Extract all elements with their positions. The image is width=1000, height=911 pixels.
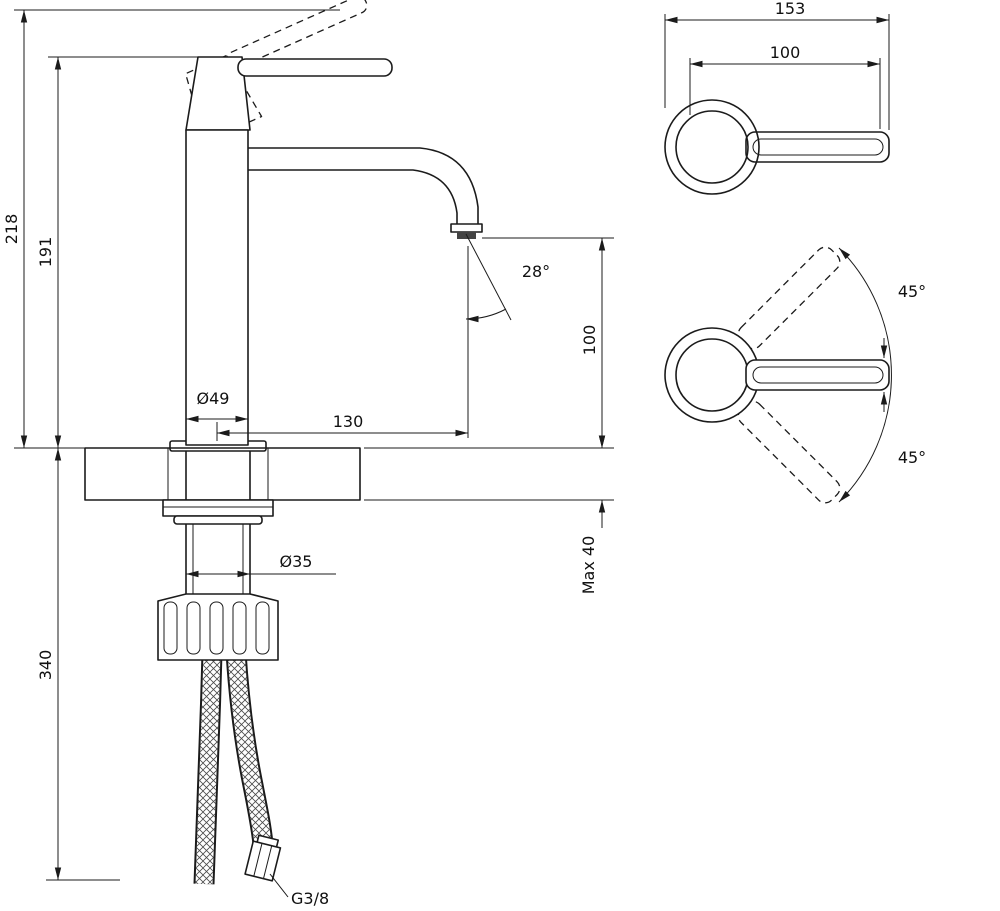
dimensions-side: 218 191 340 Ø49 130 28° 100 — [2, 9, 614, 908]
nut-rib — [186, 601, 201, 655]
spout-angle-arc — [465, 308, 507, 323]
side-view: 218 191 340 Ø49 130 28° 100 — [2, 0, 614, 908]
dimensions-top-reach: 153 100 — [664, 0, 890, 130]
dim-label-lever-length: 100 — [770, 43, 801, 62]
dim-label-deck: Max 40 — [579, 536, 598, 595]
nut-rib — [255, 601, 270, 655]
mounting-hardware — [157, 499, 279, 661]
ribbed-mounting-nut — [157, 593, 279, 661]
countertop-hatch-right — [267, 447, 361, 501]
handle-lever — [237, 58, 393, 77]
thread-leader — [269, 873, 289, 898]
lever-top-view — [745, 131, 890, 163]
spout-outlet — [450, 223, 483, 233]
hose-right-braid — [227, 651, 272, 845]
faucet-body — [169, 56, 483, 452]
dim-label-height-body: 191 — [36, 237, 55, 268]
spout-angle-ray — [465, 233, 512, 321]
dim-label-spout-height: 100 — [580, 325, 599, 356]
nut-rib — [232, 601, 247, 655]
countertop-hatch-left — [84, 447, 169, 501]
body-column — [185, 129, 249, 446]
hose-left-braid — [195, 651, 221, 885]
nut-rib — [209, 601, 224, 655]
handle-hub-inner — [675, 110, 749, 184]
dim-label-height-below: 340 — [36, 650, 55, 681]
hose-fitting — [244, 834, 282, 882]
spout-inner — [248, 169, 458, 224]
dim-label-swing-up: 45° — [898, 282, 926, 301]
dim-label-body-dia: Ø49 — [197, 389, 230, 408]
swing-arc — [838, 247, 892, 503]
dim-label-shank-dia: Ø35 — [280, 552, 313, 571]
countertop — [84, 447, 361, 501]
handle-hub-outer — [664, 327, 760, 423]
countertop-outline — [84, 447, 361, 501]
supply-hoses — [193, 651, 282, 885]
spout-outer — [248, 147, 479, 224]
lever-swing-down-dashed — [737, 400, 841, 504]
dim-label-swing-down: 45° — [898, 448, 926, 467]
dimensions-top-swing: 45° 45° — [838, 247, 926, 503]
top-view-swing: 45° 45° — [664, 246, 926, 504]
top-view-reach: 153 100 — [664, 0, 890, 195]
nut-rib — [163, 601, 178, 655]
dim-label-reach: 130 — [333, 412, 364, 431]
washer — [173, 515, 263, 525]
lever-rod — [752, 366, 884, 384]
dim-label-total-length: 153 — [775, 0, 806, 18]
lever-swing-up-dashed — [737, 246, 841, 350]
lever-top-view — [745, 359, 890, 391]
handle-hub-outer — [664, 99, 760, 195]
lever-rod — [752, 138, 884, 156]
dim-label-spout-angle: 28° — [522, 262, 550, 281]
dim-label-thread: G3/8 — [291, 889, 329, 908]
dim-label-height-total: 218 — [2, 214, 21, 245]
lock-nut — [162, 499, 274, 517]
